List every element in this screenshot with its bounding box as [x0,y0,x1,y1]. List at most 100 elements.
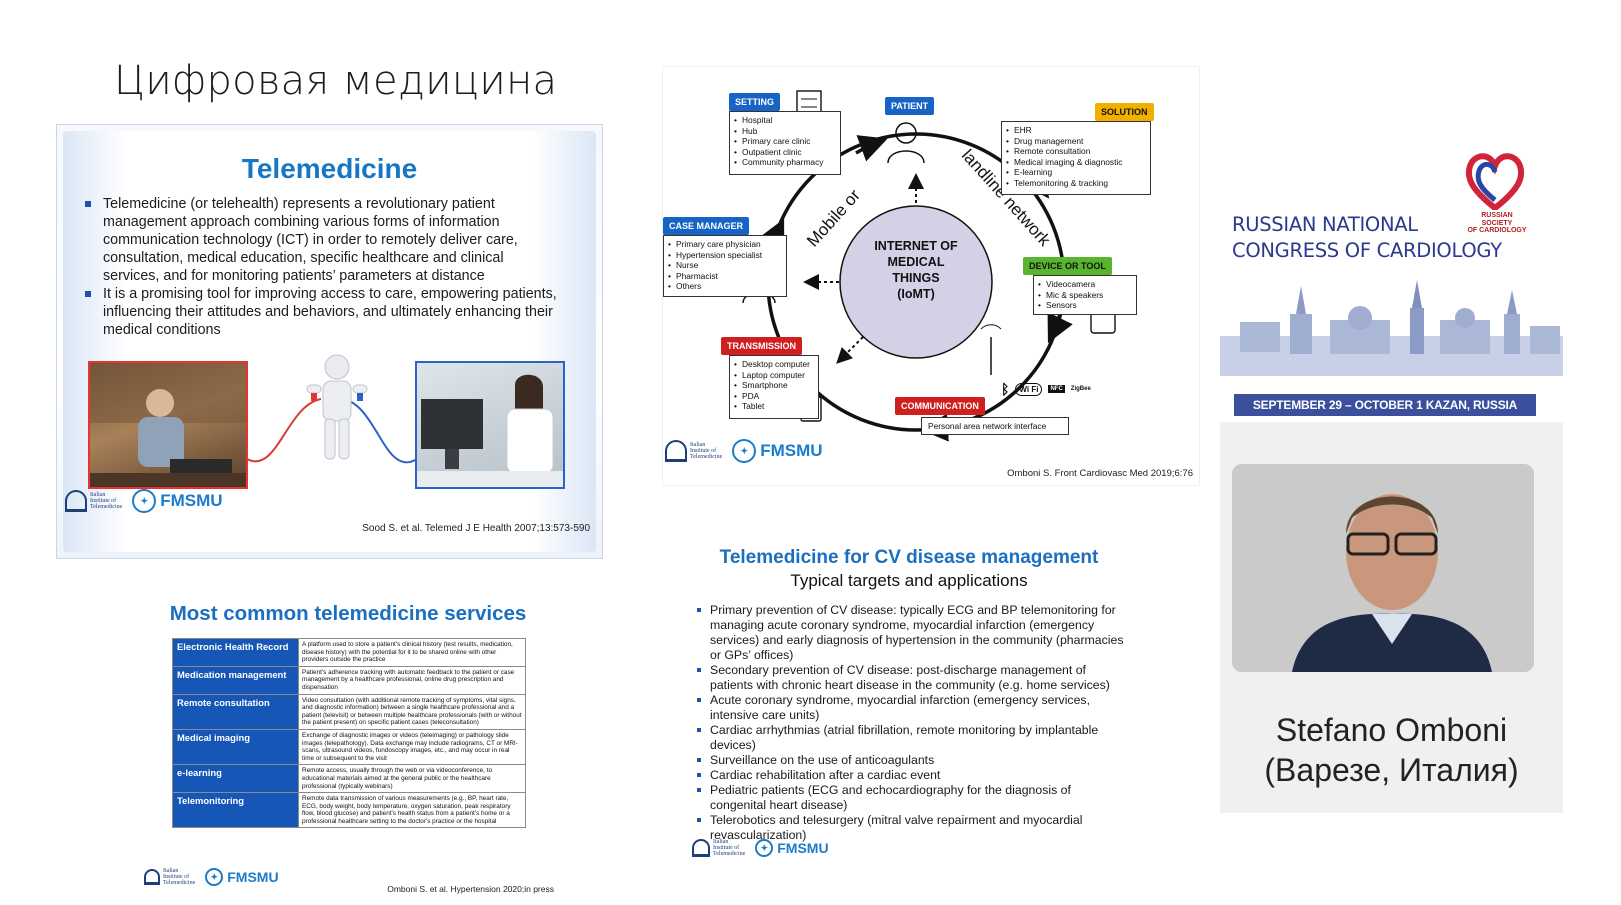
speaker-video [1232,464,1534,672]
list-item: Hypertension specialist [668,250,782,261]
slide-telemedicine: Telemedicine Telemedicine (or telehealth… [56,124,603,559]
list-item: Tablet [734,401,814,412]
iomt-core [839,205,993,359]
logo-row: Italian Institute of Telemedicine ✦ FMSM… [665,439,823,463]
patient-tag: PATIENT [885,97,935,115]
zigbee-icon: ZigBee [1070,386,1091,392]
fmsmu-logo-text: FMSMU [777,840,829,856]
table-cell-description: Video consultation (with additional remo… [298,693,526,730]
table-row: Medication management Patient's adherenc… [172,665,526,695]
speaker-panel: RUSSIAN SOCIETY OF CARDIOLOGY RUSSIAN NA… [1220,132,1563,813]
table-row: Electronic Health Record A platform used… [172,638,526,667]
list-item: EHR [1006,125,1146,136]
list-item: Mic & speakers [1038,290,1132,301]
table-cell-description: A platform used to store a patient's cli… [298,638,526,667]
congress-dates: SEPTEMBER 29 – OCTOBER 1 KAZAN, RUSSIA [1234,394,1536,416]
slide-title: Most common telemedicine services [169,602,527,625]
iit-logo-text: Telemedicine [690,454,723,460]
patient-photo [88,361,248,489]
iit-logo-text: Telemedicine [163,880,196,886]
case-manager-tag: CASE MANAGER [663,217,750,235]
list-item: Medical imaging & diagnostic [1006,157,1146,168]
list-item: Remote consultation [1006,146,1146,157]
bullet-item: Acute coronary syndrome, myocardial infa… [696,693,1126,723]
bullet-item: Surveillance on the use of anticoagulant… [696,753,1126,768]
list-item: Desktop computer [734,359,814,370]
bullet-list: Telemedicine (or telehealth) represents … [85,195,560,339]
list-item: Community pharmacy [734,157,836,168]
device-tag: DEVICE OR TOOL [1023,257,1112,275]
nfc-icon: NFC [1048,385,1065,393]
society-label-line: OF CARDIOLOGY [1467,227,1527,234]
list-item: E-learning [1006,167,1146,178]
solution-tag: SOLUTION [1095,103,1154,121]
communication-tag: COMMUNICATION [895,397,985,415]
bullet-item: Secondary prevention of CV disease: post… [696,663,1126,693]
iit-logo-text: Telemedicine [90,504,123,510]
device-box: Videocamera Mic & speakers Sensors [1033,275,1137,315]
fmsmu-logo-icon: ✦ [205,868,224,886]
slide-iomt-diagram: Mobile or landline network SETTING Hospi… [662,66,1200,486]
iomt-label-line: (IoMT) [897,287,935,301]
bullet-item: It is a promising tool for improving acc… [85,285,560,339]
list-item: Sensors [1038,300,1132,311]
list-item: PDA [734,391,814,402]
logo-row: Italian Institute of Telemedicine ✦ FMSM… [144,868,279,886]
wifi-icon: Wi Fi [1015,382,1043,396]
fmsmu-logo: ✦ FMSMU [132,489,223,513]
speaker-name: Stefano Omboni [1275,712,1508,748]
iit-logo-text: Institute of [690,448,717,454]
iit-logo-text: Italian [713,839,729,845]
fmsmu-logo: ✦ FMSMU [732,439,823,463]
bullet-item: Telerobotics and telesurgery (mitral val… [696,813,1126,843]
logo-row: Italian Institute of Telemedicine ✦ FMSM… [65,489,223,513]
iit-logo-icon [692,839,710,857]
society-label-line: SOCIETY [1481,219,1513,227]
slide-title: Telemedicine for CV disease management [719,547,1099,568]
iomt-label-line: MEDICAL [887,255,945,269]
congress-title: RUSSIAN NATIONAL CONGRESS OF CARDIOLOGY [1232,212,1502,264]
page-title: Цифровая медицина [114,58,558,104]
fmsmu-logo-icon: ✦ [755,839,774,857]
iit-logo-text: Italian [163,868,179,874]
bullet-item: Cardiac rehabilitation after a cardiac e… [696,768,1126,783]
table-row: Remote consultation Video consultation (… [172,693,526,730]
iit-logo-text: Italian [90,492,106,498]
congress-title-line: RUSSIAN NATIONAL [1232,213,1418,236]
list-item: Telemonitoring & tracking [1006,178,1146,189]
slide-title: Telemedicine [241,153,418,184]
fmsmu-logo: ✦ FMSMU [205,868,279,886]
table-cell-service: Medical imaging [172,728,299,766]
list-item: Hub [734,126,836,137]
list-item: Drug management [1006,136,1146,147]
iit-logo-icon [665,440,687,462]
iit-logo: Italian Institute of Telemedicine [65,490,122,512]
fmsmu-logo-text: FMSMU [227,869,279,885]
iit-logo: Italian Institute of Telemedicine [692,839,745,857]
iomt-label: INTERNET OF MEDICAL THINGS (IoMT) [856,238,976,302]
citation: Omboni S. Front Cardiovasc Med 2019;6:76 [1007,468,1193,479]
list-item: Primary care physician [668,239,782,250]
table-cell-description: Remote access, usually through the web o… [298,764,526,794]
list-item: Hospital [734,115,836,126]
iit-logo: Italian Institute of Telemedicine [144,868,195,886]
table-cell-description: Patient's adherence tracking with automa… [298,665,526,695]
citation: Sood S. et al. Telemed J E Health 2007;1… [362,523,590,534]
list-item: Outpatient clinic [734,147,836,158]
list-item: Laptop computer [734,370,814,381]
comm-icons: ᛒ Wi Fi NFC ZigBee [1001,381,1091,397]
table-cell-service: e-learning [172,764,299,794]
society-label: RUSSIAN SOCIETY OF CARDIOLOGY [1460,212,1534,235]
iit-logo-icon [65,490,87,512]
communication-box: Personal area network interface [921,417,1069,435]
bullet-item: Telemedicine (or telehealth) represents … [85,195,560,285]
fmsmu-logo-text: FMSMU [160,491,223,510]
iit-logo-text: Institute of [163,874,190,880]
figure-icon [306,354,368,460]
society-label-line: RUSSIAN [1481,212,1513,219]
bullet-item: Primary prevention of CV disease: typica… [696,603,1126,663]
iit-logo-text: Italian [690,442,706,448]
setting-tag: SETTING [729,93,781,111]
bullet-item: Cardiac arrhythmias (atrial fibrillation… [696,723,1126,753]
